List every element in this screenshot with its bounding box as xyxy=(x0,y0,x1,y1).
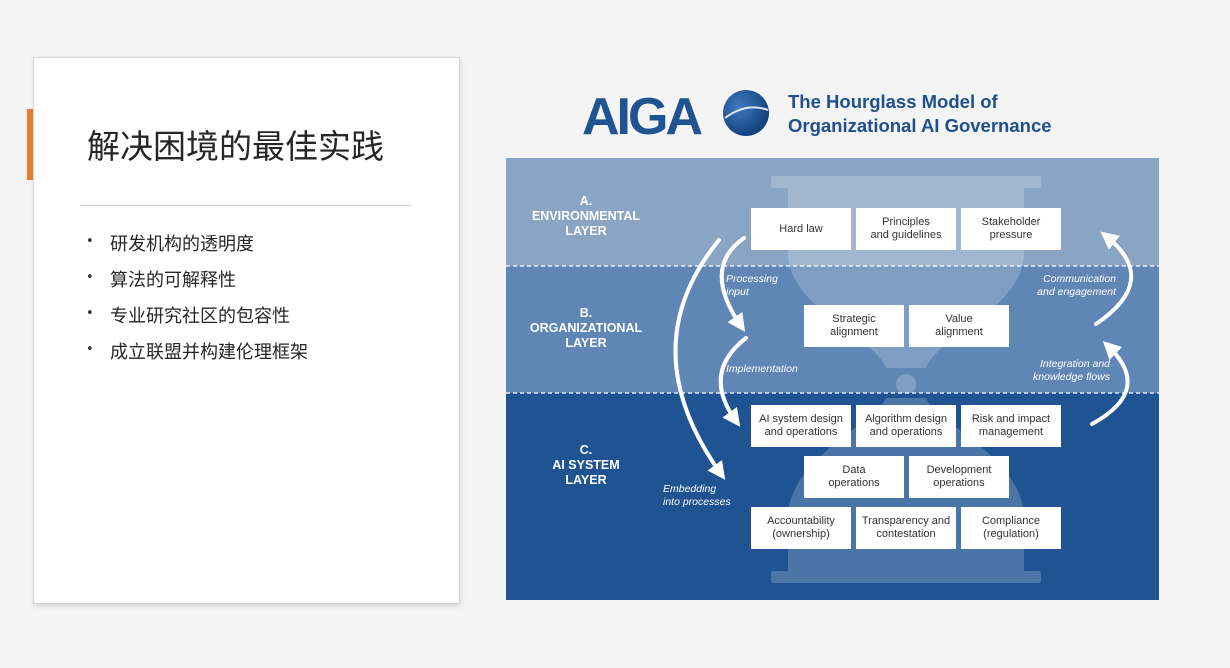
box-line2: and operations xyxy=(764,426,838,438)
bullet-text: 算法的可解释性 xyxy=(110,270,236,291)
hourglass-figure: AIGA The Hourglass Model of Organization… xyxy=(506,84,1159,600)
communication-arrow xyxy=(1094,231,1133,326)
box-line1: Hard law xyxy=(779,222,823,235)
flow-line1: Processing xyxy=(726,273,778,285)
integration-arrow xyxy=(1090,341,1130,426)
box-line1: Development xyxy=(926,464,992,476)
bullet-text: 研发机构的透明度 xyxy=(110,234,254,255)
bullet-item: • 成立联盟并构建伦理框架 xyxy=(86,338,308,374)
layer-a-name-line2: LAYER xyxy=(565,224,607,238)
box-line2: (regulation) xyxy=(983,528,1039,540)
bullet-text: 专业研究社区的包容性 xyxy=(110,306,290,327)
flow-line2: knowledge flows xyxy=(1032,371,1110,383)
box-line1: Algorithm design xyxy=(865,413,947,425)
box-line1: Risk and impact xyxy=(971,413,1051,425)
bullet-text: 成立联盟并构建伦理框架 xyxy=(110,342,308,363)
box-line2: (ownership) xyxy=(772,528,830,540)
bullet-item: • 研发机构的透明度 xyxy=(86,230,308,266)
layer-c-name: AI SYSTEM xyxy=(552,458,620,472)
hourglass-diagram: A. ENVIRONMENTAL LAYER B. ORGANIZATIONAL… xyxy=(506,158,1159,600)
accountability-box: Accountability(ownership) xyxy=(751,507,851,549)
layer-b-name: ORGANIZATIONAL xyxy=(529,321,643,335)
integration-label: Integration and knowledge flows xyxy=(1000,358,1110,384)
box-line2: pressure xyxy=(989,229,1033,241)
processing-input-label: Processing input xyxy=(726,273,778,299)
title-divider xyxy=(80,205,411,206)
layer-b-label: B. ORGANIZATIONAL LAYER xyxy=(506,306,666,351)
embedding-label: Embedding into processes xyxy=(663,483,731,509)
bullet-dot-icon: • xyxy=(86,306,94,321)
box-line2: alignment xyxy=(935,326,983,338)
box-line1: Value xyxy=(945,313,973,325)
embedding-arrow xyxy=(673,238,726,480)
box-line2: operations xyxy=(933,477,985,489)
flow-line1: Implementation xyxy=(726,363,798,375)
slide-title: 解决困境的最佳实践 xyxy=(87,127,384,166)
flow-line1: Communication xyxy=(1043,273,1116,285)
box-line2: alignment xyxy=(830,326,878,338)
bullet-item: • 算法的可解释性 xyxy=(86,266,308,302)
flow-line2: input xyxy=(726,286,749,298)
box-line2: operations xyxy=(828,477,880,489)
box-line1: Stakeholder xyxy=(981,216,1041,228)
flow-line2: into processes xyxy=(663,496,731,508)
logo-text: AIGA xyxy=(582,88,702,140)
processing-arrow xyxy=(719,236,746,332)
layer-c-letter: C. xyxy=(579,443,593,457)
box-line2: contestation xyxy=(876,528,936,540)
layer-c-label: C. AI SYSTEM LAYER xyxy=(506,443,666,488)
layer-a-letter: A. xyxy=(579,194,593,208)
box-line2: and guidelines xyxy=(870,229,942,241)
bullet-dot-icon: • xyxy=(86,342,94,357)
box-line1: Principles xyxy=(882,216,930,228)
layer-b-letter: B. xyxy=(579,306,593,320)
slide-text-panel: 解决困境的最佳实践 • 研发机构的透明度 • 算法的可解释性 • 专业研究社区的包容性… xyxy=(33,57,460,604)
figure-title: The Hourglass Model of Organizational AI… xyxy=(788,90,1158,138)
figure-title-line1: The Hourglass Model of xyxy=(788,91,998,112)
bullet-dot-icon: • xyxy=(86,270,94,285)
layer-a-label: A. ENVIRONMENTAL LAYER xyxy=(506,194,666,239)
box-line1: Data xyxy=(842,464,866,476)
box-line2: and operations xyxy=(869,426,943,438)
bullet-item: • 专业研究社区的包容性 xyxy=(86,302,308,338)
flow-line1: Integration and xyxy=(1039,358,1110,370)
globe-icon xyxy=(723,90,769,136)
communication-label: Communication and engagement xyxy=(1006,273,1116,299)
layer-a-name: ENVIRONMENTAL xyxy=(531,209,641,223)
box-line2: management xyxy=(978,426,1044,438)
box-line1: Compliance xyxy=(981,515,1041,527)
layer-c-name-line2: LAYER xyxy=(565,473,607,487)
implementation-label: Implementation xyxy=(726,363,798,376)
box-line1: Transparency and xyxy=(861,515,951,527)
hard-law-box: Hard law xyxy=(751,208,851,250)
box-line1: Accountability xyxy=(767,515,835,527)
implementation-arrow xyxy=(718,336,748,427)
bullet-list: • 研发机构的透明度 • 算法的可解释性 • 专业研究社区的包容性 • 成立联盟并构建伦… xyxy=(86,230,308,374)
layer-b-name-line2: LAYER xyxy=(565,336,607,350)
figure-title-line2: Organizational AI Governance xyxy=(788,115,1052,136)
box-line1: Strategic xyxy=(832,313,876,325)
compliance-box: Compliance(regulation) xyxy=(961,507,1061,549)
flow-line1: Embedding xyxy=(663,483,717,495)
aiga-logo: AIGA xyxy=(582,88,772,146)
flow-line2: and engagement xyxy=(1037,286,1116,298)
box-line1: AI system design xyxy=(759,413,843,425)
bullet-dot-icon: • xyxy=(86,234,94,249)
